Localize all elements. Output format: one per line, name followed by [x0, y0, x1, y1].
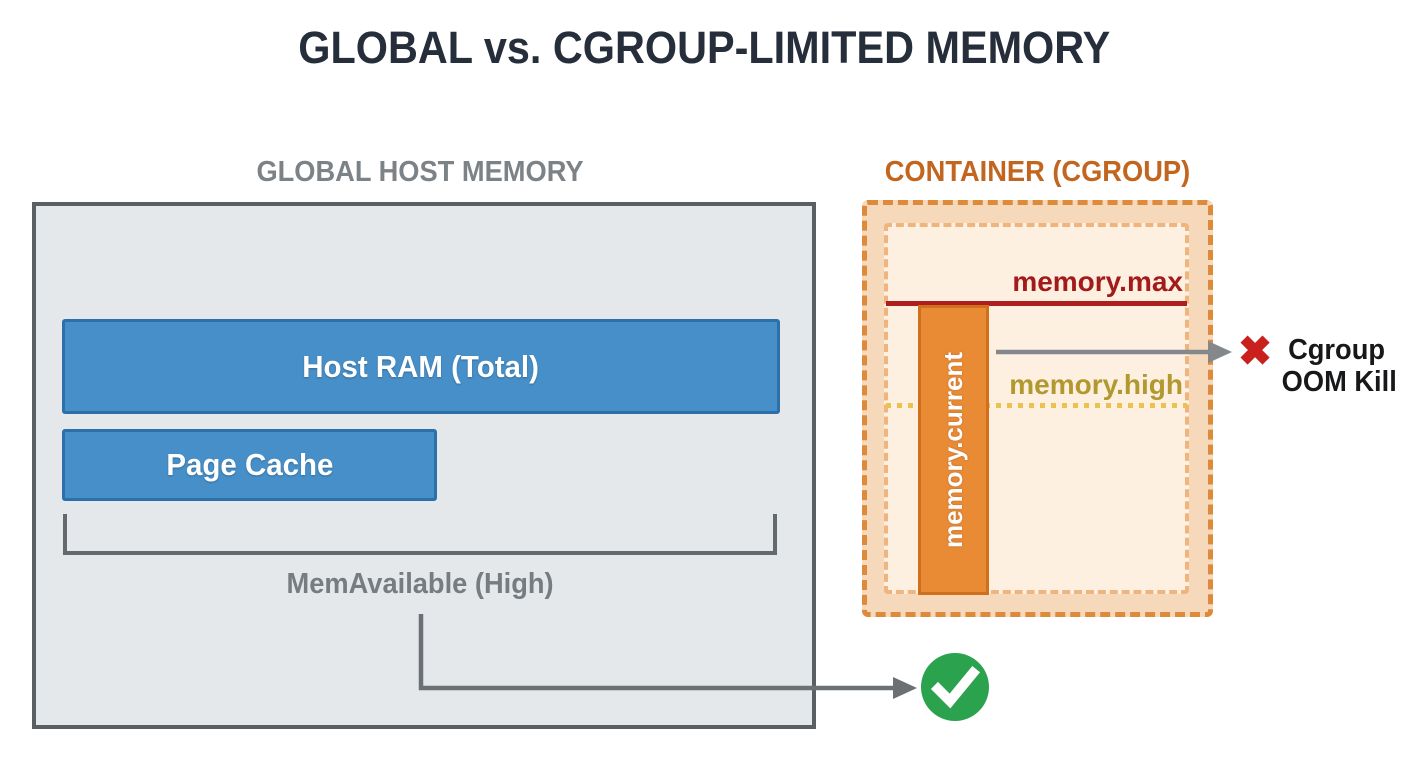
oom-kill-label-line1: Cgroup: [1288, 334, 1386, 366]
page-cache-bar: Page Cache: [62, 429, 437, 501]
safe-reclaim-badge: [921, 653, 989, 721]
memory-high-threshold-line: [886, 403, 1187, 408]
page-cache-bar-label: Page Cache: [166, 447, 333, 482]
cgroup-heading: CONTAINER (CGROUP): [884, 156, 1191, 188]
oom-kill-label: Cgroup OOM Kill: [1278, 334, 1397, 398]
host-memory-heading: GLOBAL HOST MEMORY: [256, 156, 584, 188]
oom-kill-label-line2: OOM Kill: [1281, 366, 1397, 398]
memory-max-limit-line: [886, 301, 1187, 306]
memavailable-label: MemAvailable (High): [286, 568, 554, 600]
host-ram-bar: Host RAM (Total): [62, 319, 780, 414]
memavailable-bracket: [63, 514, 777, 555]
memory-current-bar: memory.current: [918, 305, 989, 595]
host-ram-bar-label: Host RAM (Total): [302, 348, 540, 384]
memory-high-label: memory.high: [1009, 369, 1183, 400]
diagram-title-text: GLOBAL vs. CGROUP-LIMITED MEMORY: [298, 22, 1110, 73]
red-x-icon: ✖: [1237, 328, 1273, 374]
green-check-icon: [930, 665, 981, 709]
memory-max-label: memory.max: [1012, 266, 1183, 297]
diagram-title: GLOBAL vs. CGROUP-LIMITED MEMORY: [0, 22, 1408, 74]
memory-current-bar-label: memory.current: [938, 351, 968, 549]
